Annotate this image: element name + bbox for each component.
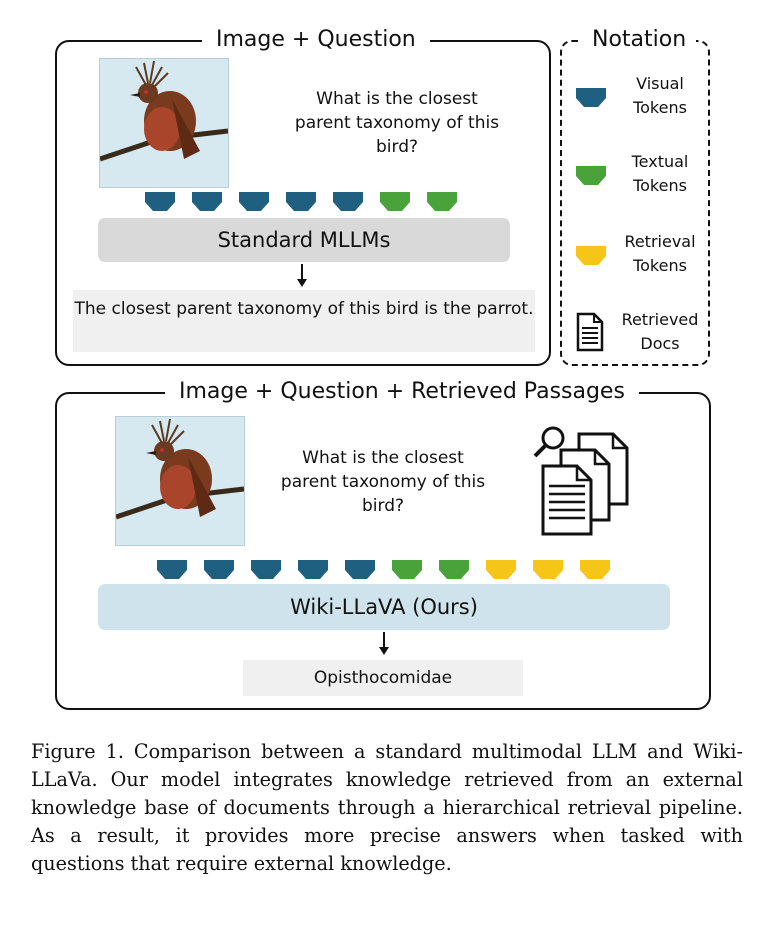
- textual-token-icon: [439, 560, 469, 580]
- visual-token-icon: [251, 560, 281, 580]
- legend-label: Retrieved Docs: [621, 310, 699, 353]
- retrieval-token-icon: [576, 246, 606, 265]
- retrieval-token-icon: [486, 560, 516, 580]
- visual-token-icon: [157, 560, 187, 580]
- down-arrow-icon: [297, 264, 307, 287]
- legend-item-visual: Visual Tokens: [562, 72, 712, 124]
- visual-token-icon: [192, 192, 222, 212]
- legend-title: Notation: [582, 26, 697, 54]
- bird-image: [99, 58, 229, 188]
- textual-token-icon: [380, 192, 410, 212]
- legend-item-docs: Retrieved Docs: [562, 308, 712, 360]
- visual-token-icon: [576, 88, 606, 107]
- visual-token-icon: [239, 192, 269, 212]
- answer-box: Opisthocomidae: [243, 660, 523, 696]
- visual-token-icon: [145, 192, 175, 212]
- token-sequence: [157, 560, 627, 580]
- notation-legend: Notation Visual Tokens Textual Tokens Re…: [560, 26, 712, 366]
- standard-mllm-panel: Image + Question What is the closest par…: [55, 26, 551, 366]
- bird-image: [115, 416, 245, 546]
- wiki-llava-panel: Image + Question + Retrieved Passages Wh…: [55, 378, 711, 710]
- textual-token-icon: [427, 192, 457, 212]
- visual-token-icon: [345, 560, 375, 580]
- retrieval-token-icon: [580, 560, 610, 580]
- down-arrow-icon: [379, 632, 389, 655]
- legend-item-retrieval: Retrieval Tokens: [562, 230, 712, 282]
- retrieved-documents-icon: [533, 426, 629, 536]
- figure-caption: Figure 1. Comparison between a standard …: [31, 740, 743, 875]
- textual-token-icon: [392, 560, 422, 580]
- legend-label: Retrieval Tokens: [624, 232, 696, 275]
- panel-title: Image + Question + Retrieved Passages: [165, 378, 639, 406]
- question-text: What is the closest parent taxonomy of t…: [294, 89, 500, 157]
- visual-token-icon: [204, 560, 234, 580]
- answer-box: The closest parent taxonomy of this bird…: [73, 290, 535, 352]
- wiki-llava-box: Wiki-LLaVA (Ours): [98, 584, 670, 630]
- retrieval-token-icon: [533, 560, 563, 580]
- visual-token-icon: [286, 192, 316, 212]
- textual-token-icon: [576, 166, 606, 185]
- visual-token-icon: [298, 560, 328, 580]
- legend-label: Textual Tokens: [631, 152, 689, 195]
- legend-item-textual: Textual Tokens: [562, 150, 712, 202]
- token-sequence: [145, 192, 474, 212]
- legend-label: Visual Tokens: [633, 74, 687, 117]
- question-text: What is the closest parent taxonomy of t…: [280, 448, 486, 516]
- document-icon: [576, 312, 604, 352]
- panel-title: Image + Question: [202, 26, 430, 54]
- visual-token-icon: [333, 192, 363, 212]
- standard-mllm-box: Standard MLLMs: [98, 218, 510, 262]
